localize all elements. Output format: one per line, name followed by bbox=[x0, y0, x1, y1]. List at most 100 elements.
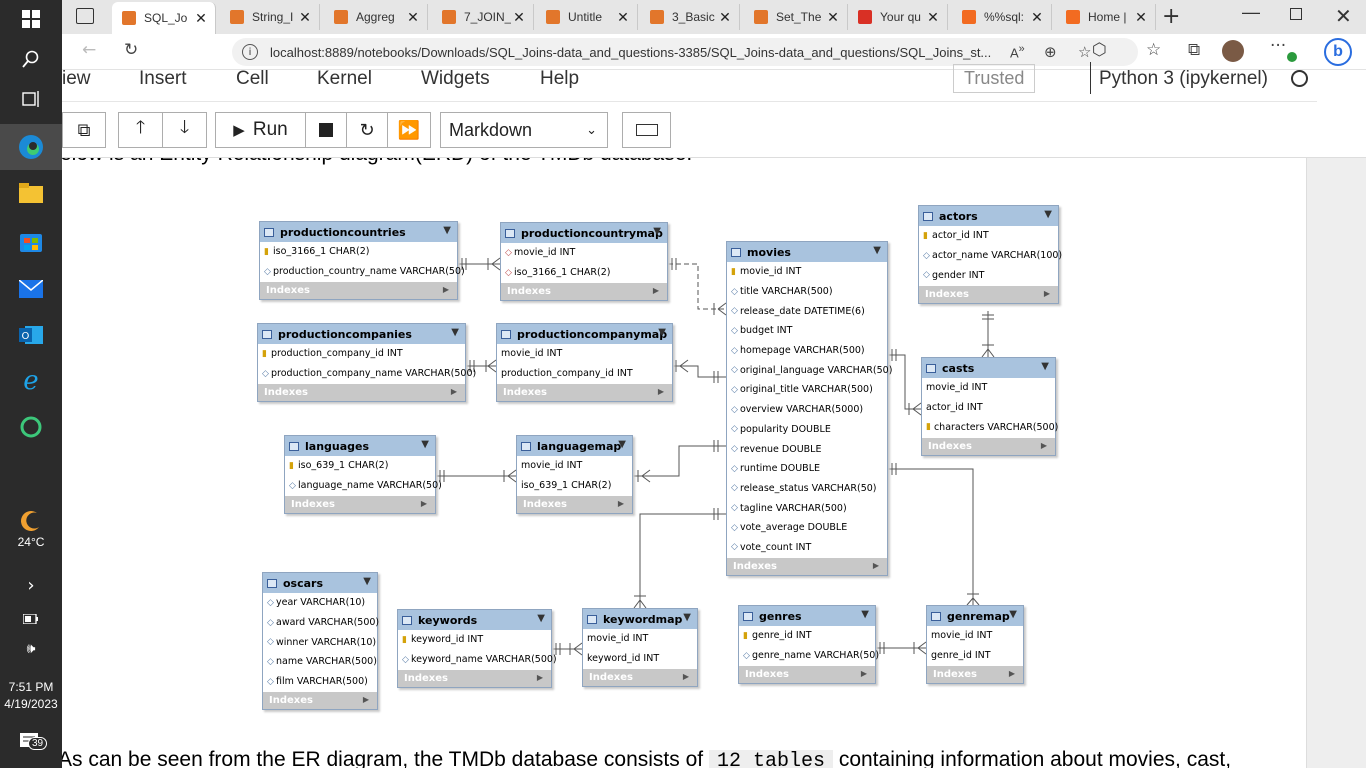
arrow-down-icon: 🡓 bbox=[179, 117, 190, 138]
edge-icon[interactable] bbox=[14, 130, 48, 164]
new-tab-icon[interactable]: + bbox=[1162, 4, 1181, 29]
bing-icon[interactable]: b bbox=[1324, 38, 1352, 66]
tab-7[interactable]: Your qu✕ bbox=[848, 4, 948, 30]
url-field[interactable]: i localhost:8889/notebooks/Downloads/SQL… bbox=[232, 38, 1138, 66]
tab-close-icon[interactable]: ✕ bbox=[407, 8, 419, 25]
cell-type-select[interactable]: Markdown⌄ bbox=[440, 112, 608, 148]
er-indexes-row: Indexes▶ bbox=[260, 282, 457, 300]
indexes-label: Indexes bbox=[269, 695, 313, 707]
jupyter-icon bbox=[546, 10, 560, 24]
column-diamond-icon: ◇ bbox=[731, 404, 738, 415]
er-column-name: actor_id INT bbox=[932, 230, 989, 242]
tab-0[interactable]: SQL_Jo✕ bbox=[112, 2, 216, 34]
store-icon[interactable] bbox=[14, 224, 48, 258]
tab-6[interactable]: Set_The✕ bbox=[744, 4, 848, 30]
windows-start-icon[interactable] bbox=[14, 2, 48, 36]
kernel-name[interactable]: Python 3 (ipykernel) bbox=[1099, 68, 1268, 89]
clock-time[interactable]: 7:51 PM bbox=[8, 680, 54, 694]
er-indexes-row: Indexes▶ bbox=[501, 283, 667, 301]
site-info-icon[interactable]: i bbox=[242, 44, 258, 60]
tab-close-icon[interactable]: ✕ bbox=[1031, 8, 1043, 25]
er-column: ◇language_name VARCHAR(50) bbox=[285, 476, 442, 496]
tab-3[interactable]: 7_JOIN_✕ bbox=[432, 4, 534, 30]
primary-key-icon: ▮ bbox=[264, 246, 269, 257]
command-palette-button[interactable] bbox=[622, 112, 671, 148]
tab-close-icon[interactable]: ✕ bbox=[617, 8, 629, 25]
tab-close-icon[interactable]: ✕ bbox=[827, 8, 839, 25]
move-down-button[interactable]: 🡓 bbox=[162, 112, 207, 148]
menu-help[interactable]: Help bbox=[540, 68, 580, 89]
tab-close-icon[interactable]: ✕ bbox=[513, 8, 525, 25]
trusted-indicator[interactable]: Trusted bbox=[953, 64, 1036, 93]
tab-9[interactable]: Home |✕ bbox=[1056, 4, 1156, 30]
tab-close-icon[interactable]: ✕ bbox=[195, 9, 207, 26]
tab-1[interactable]: String_I✕ bbox=[220, 4, 320, 30]
tab-4[interactable]: Untitle✕ bbox=[536, 4, 638, 30]
extensions-icon[interactable]: ⬡ bbox=[1092, 40, 1107, 60]
mail-icon[interactable] bbox=[14, 272, 48, 306]
column-diamond-icon: ◇ bbox=[923, 250, 930, 261]
er-table-oscars: oscars▼◇year VARCHAR(10)◇award VARCHAR(5… bbox=[262, 572, 380, 711]
tab-close-icon[interactable]: ✕ bbox=[1135, 8, 1147, 25]
favorite-add-icon[interactable]: ☆ bbox=[1078, 43, 1092, 61]
tab-close-icon[interactable]: ✕ bbox=[719, 8, 731, 25]
er-column: genre_id INT bbox=[927, 646, 1023, 666]
internet-explorer-icon[interactable]: e bbox=[23, 366, 39, 396]
chevron-up-icon[interactable]: › bbox=[27, 574, 35, 596]
menu-insert[interactable]: Insert bbox=[139, 68, 187, 89]
search-icon[interactable] bbox=[14, 42, 48, 76]
tab-2[interactable]: Aggreg✕ bbox=[324, 4, 428, 30]
tab-label: 7_JOIN_ bbox=[464, 10, 511, 24]
foreign-key-diamond-icon: ◇ bbox=[505, 267, 512, 278]
er-column-name: award VARCHAR(500) bbox=[276, 617, 380, 629]
svg-text:O: O bbox=[22, 331, 30, 342]
er-table-genres: genres▼▮genre_id INT◇genre_name VARCHAR(… bbox=[738, 605, 879, 685]
read-aloud-icon[interactable]: A» bbox=[1010, 43, 1025, 61]
table-icon bbox=[521, 441, 531, 451]
tab-5[interactable]: 3_Basic✕ bbox=[640, 4, 740, 30]
tab-actions-icon[interactable] bbox=[76, 8, 94, 24]
move-up-button[interactable]: 🡑 bbox=[118, 112, 163, 148]
restore-icon[interactable] bbox=[1290, 8, 1302, 20]
favorites-icon[interactable]: ☆ bbox=[1146, 40, 1162, 60]
zoom-icon[interactable]: ⊕ bbox=[1044, 43, 1057, 61]
er-indexes-row: Indexes▶ bbox=[727, 558, 887, 576]
tab-8[interactable]: %%sql:✕ bbox=[952, 4, 1052, 30]
run-button[interactable]: ▶Run bbox=[215, 112, 306, 148]
er-indexes-row: Indexes▶ bbox=[398, 670, 551, 688]
file-explorer-icon[interactable] bbox=[14, 176, 48, 210]
er-column: ◇vote_count INT bbox=[727, 538, 887, 558]
er-column: movie_id INT bbox=[583, 629, 697, 649]
battery-icon[interactable] bbox=[14, 602, 48, 636]
menu-view[interactable]: iew bbox=[62, 68, 91, 89]
restart-button[interactable]: ↻ bbox=[346, 112, 388, 148]
outlook-icon[interactable]: O bbox=[14, 318, 48, 352]
minimize-icon[interactable]: — bbox=[1242, 2, 1260, 22]
menu-kernel[interactable]: Kernel bbox=[317, 68, 372, 89]
tab-close-icon[interactable]: ✕ bbox=[927, 8, 939, 25]
interrupt-button[interactable] bbox=[305, 112, 347, 148]
restart-run-all-button[interactable]: ⏩ bbox=[387, 112, 431, 148]
play-right-icon: ▶ bbox=[1040, 441, 1047, 451]
menu-cell[interactable]: Cell bbox=[236, 68, 269, 89]
collections-icon[interactable]: ⧉ bbox=[1188, 40, 1201, 60]
back-icon[interactable]: ← bbox=[82, 40, 97, 60]
copy-cell-button[interactable]: ⧉ bbox=[62, 112, 106, 148]
menu-widgets[interactable]: Widgets bbox=[421, 68, 490, 89]
close-window-icon[interactable]: ✕ bbox=[1335, 4, 1352, 28]
refresh-icon[interactable]: ↻ bbox=[124, 40, 139, 60]
er-table-title: productioncompanymap bbox=[517, 327, 668, 341]
speaker-icon[interactable]: 🕪 bbox=[26, 641, 36, 657]
indexes-label: Indexes bbox=[523, 499, 567, 511]
task-view-icon[interactable] bbox=[14, 82, 48, 116]
clock-date[interactable]: 4/19/2023 bbox=[4, 697, 58, 711]
er-column: ▮iso_3166_1 CHAR(2) bbox=[260, 242, 457, 262]
restart-icon: ↻ bbox=[359, 119, 375, 141]
avatar[interactable] bbox=[1222, 40, 1244, 62]
chevron-down-icon: ▼ bbox=[451, 327, 459, 338]
app-circle-icon[interactable] bbox=[14, 410, 48, 444]
tab-close-icon[interactable]: ✕ bbox=[299, 8, 311, 25]
er-table-title: productioncountrymap bbox=[521, 226, 663, 240]
weather-moon-icon[interactable] bbox=[14, 504, 48, 538]
more-icon[interactable]: ··· bbox=[1270, 36, 1287, 56]
